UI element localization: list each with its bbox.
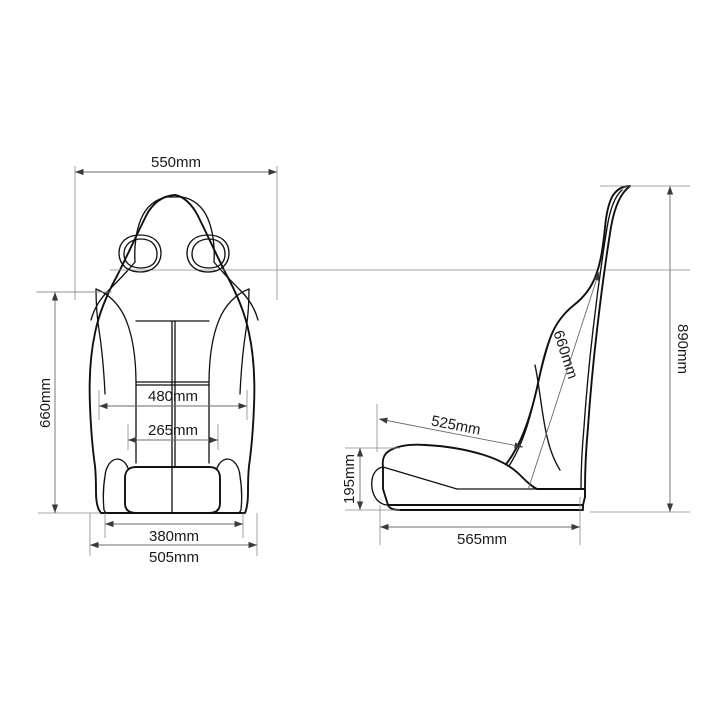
front-right-wing-inner-2 [239, 288, 250, 395]
side-cushion-outline [381, 443, 586, 506]
dim-line-660-side [527, 271, 600, 491]
dim-line-525 [378, 417, 524, 449]
harness-hole-left-outer [118, 234, 162, 273]
side-view-group [371, 185, 631, 511]
dim-label-660-front: 660mm [37, 378, 54, 428]
front-view-dimensions: 550mm 660mm 480mm 265mm 380mm [37, 154, 278, 566]
front-shoulder-curve-right [213, 261, 259, 321]
side-cushion-inner-line [382, 466, 538, 490]
side-cushion-front-lip [371, 466, 389, 506]
dim-label-505: 505mm [149, 549, 199, 566]
dim-label-195: 195mm [341, 454, 358, 504]
dim-label-550: 550mm [151, 154, 201, 171]
dim-label-525: 525mm [430, 412, 482, 438]
side-base-plate [387, 504, 584, 511]
side-backrest-inner-line [580, 189, 623, 490]
front-left-bolster [102, 458, 119, 514]
front-left-wing-inner-2 [95, 288, 106, 395]
front-right-bolster [226, 458, 243, 514]
harness-hole-right-inner [191, 238, 226, 269]
dim-label-265: 265mm [148, 422, 198, 439]
front-shoulder-curve-left [90, 261, 136, 321]
dim-label-380: 380mm [149, 528, 199, 545]
front-right-wing-inner [208, 288, 250, 464]
front-view-group [88, 194, 259, 514]
dim-label-890: 890mm [674, 324, 691, 374]
dim-label-565: 565mm [457, 531, 507, 548]
front-left-wing-inner [95, 288, 137, 464]
harness-hole-left-inner [123, 238, 158, 269]
harness-hole-right-outer [186, 234, 230, 273]
front-harness-holes [118, 234, 230, 273]
front-headrest-outline [134, 196, 215, 263]
dim-label-480: 480mm [148, 388, 198, 405]
